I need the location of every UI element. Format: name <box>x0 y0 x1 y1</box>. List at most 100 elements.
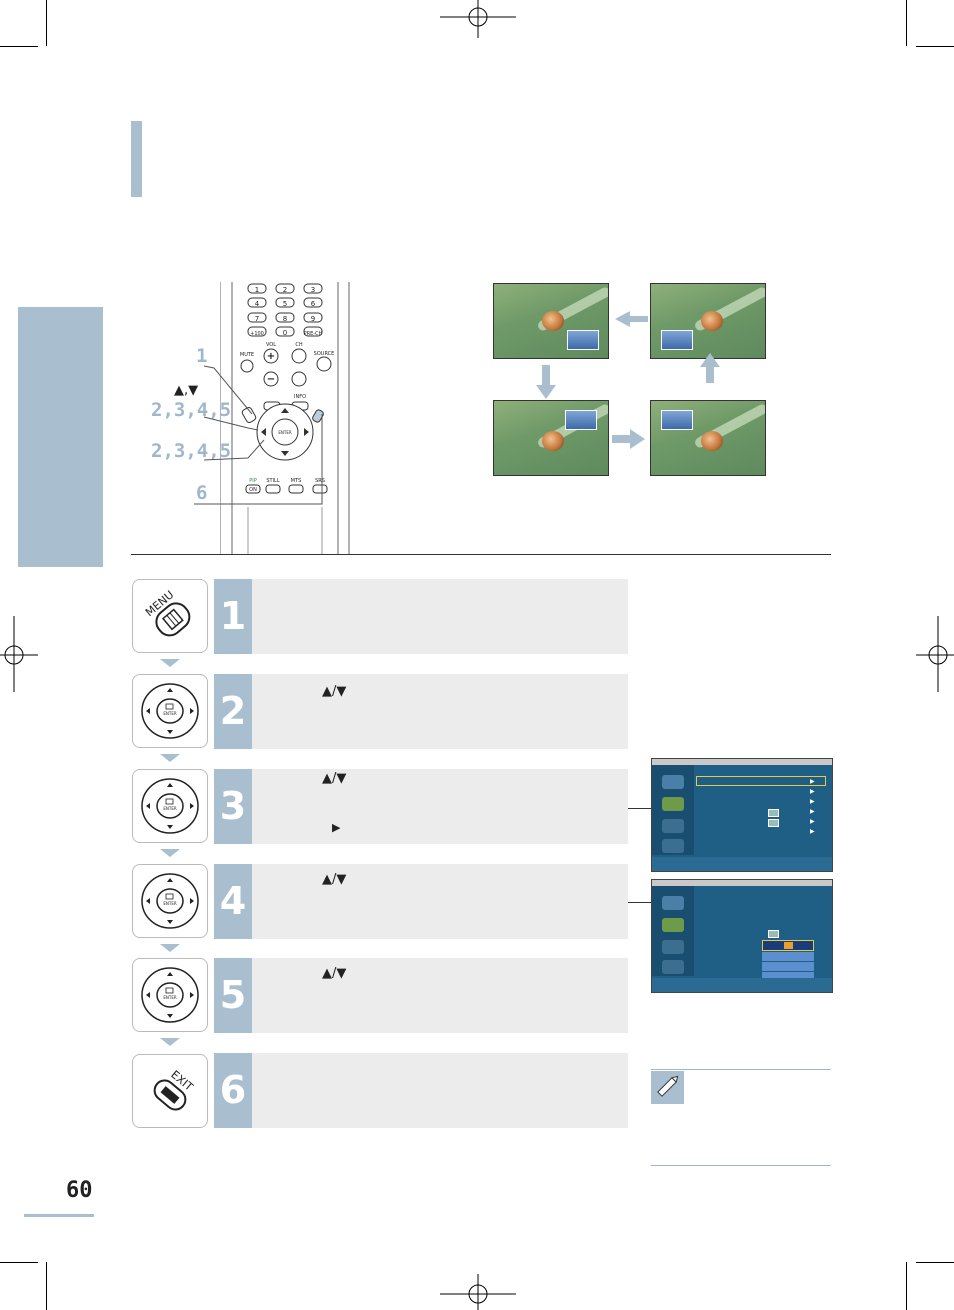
svg-text:4: 4 <box>255 300 260 308</box>
crop-mark <box>0 46 38 47</box>
note-bottom-rule <box>651 1165 831 1166</box>
registration-mark-right <box>916 616 954 692</box>
osd-pip-icon <box>768 819 779 827</box>
osd-menu-screen-1: ▶▶▶▶▶▶ <box>651 758 833 872</box>
step-6-number: 6 <box>214 1053 252 1128</box>
svg-text:+: + <box>267 351 275 362</box>
svg-text:VOL: VOL <box>266 342 276 348</box>
pip-screen-bottom-right <box>493 283 609 359</box>
step-4-body: ▲/▼ <box>252 864 628 939</box>
svg-text:INFO: INFO <box>294 394 306 400</box>
step-1-icon: MENU <box>132 579 208 653</box>
step-3-right-key: ▶ <box>332 821 341 834</box>
svg-text:5: 5 <box>283 300 287 308</box>
dpad-enter-icon: ENTER <box>141 967 199 1023</box>
registration-mark-bottom <box>440 1274 516 1310</box>
pip-screen-top-left <box>650 400 766 476</box>
step-2-number: 2 <box>214 674 252 749</box>
callout-steps-2345-b: 2,3,4,5 <box>151 440 232 462</box>
svg-text:PRE-CH: PRE-CH <box>304 331 323 337</box>
crop-mark <box>0 1262 38 1263</box>
step-5-body: ▲/▼ <box>252 958 628 1033</box>
crop-mark <box>46 0 47 46</box>
step-1-body <box>252 579 628 654</box>
dpad-enter-icon: ENTER <box>141 683 199 739</box>
crop-mark <box>916 1262 954 1263</box>
step-6-body <box>252 1053 628 1128</box>
step-connector-arrow <box>160 849 180 857</box>
svg-text:3: 3 <box>311 286 315 294</box>
svg-text:−: − <box>267 374 275 385</box>
callout-step-6: 6 <box>196 482 208 504</box>
svg-text:STILL: STILL <box>266 478 279 484</box>
osd-submenu-arrows: ▶▶▶▶▶▶ <box>810 778 815 835</box>
menu-button-icon: MENU <box>143 588 191 637</box>
callout-steps-2345-a: 2,3,4,5 <box>151 399 232 421</box>
svg-text:9: 9 <box>311 315 315 323</box>
step-4-number: 4 <box>214 864 252 939</box>
svg-text:7: 7 <box>255 315 259 323</box>
svg-text:ENTER: ENTER <box>163 901 176 906</box>
osd-highlight-row <box>696 776 826 786</box>
svg-text:SOURCE: SOURCE <box>314 351 335 357</box>
step-3-icon: ENTER <box>132 769 208 843</box>
svg-text:ENTER: ENTER <box>163 711 176 716</box>
step-5-arrow-keys: ▲/▼ <box>322 966 347 981</box>
note-top-rule <box>651 1069 831 1070</box>
step-3-body: ▲/▼ ▶ <box>252 769 628 844</box>
side-chapter-tab <box>18 307 103 567</box>
step-5-number: 5 <box>214 958 252 1033</box>
svg-text:MTS: MTS <box>291 478 302 484</box>
step-connector-arrow <box>160 1038 180 1046</box>
osd-pip-icon <box>768 809 779 817</box>
svg-text:2: 2 <box>283 286 287 294</box>
callout-leader-lines <box>194 365 323 505</box>
osd-position-list <box>762 940 814 981</box>
svg-text:CH: CH <box>295 342 302 348</box>
step-connector-arrow <box>160 754 180 762</box>
svg-text:MUTE: MUTE <box>240 352 254 358</box>
osd-leader-line-1 <box>628 808 652 809</box>
svg-text:8: 8 <box>283 315 287 323</box>
callout-arrows: ▲,▼ <box>174 383 199 398</box>
crop-mark <box>906 1262 907 1310</box>
registration-mark-left <box>0 616 38 692</box>
title-accent-bar <box>131 121 142 197</box>
crop-mark <box>46 1262 47 1310</box>
svg-text:+100: +100 <box>250 331 264 337</box>
note-icon <box>651 1071 684 1104</box>
step-3-arrow-keys: ▲/▼ <box>322 771 347 786</box>
exit-button-icon: EXIT <box>153 1068 196 1111</box>
dpad-enter-icon: ENTER <box>141 778 199 834</box>
page-number: 60 <box>66 1178 93 1203</box>
step-6-icon: EXIT <box>132 1054 208 1128</box>
crop-mark <box>906 0 907 46</box>
callout-step-1: 1 <box>196 345 208 367</box>
svg-text:ENTER: ENTER <box>163 806 176 811</box>
svg-text:ON: ON <box>249 487 257 493</box>
section-divider <box>131 554 831 555</box>
svg-text:SRS: SRS <box>315 478 325 484</box>
remote-control: 1 2 3 4 5 6 7 8 9 +100 0 PRE-CH VOL CH MUTE SOURCE… <box>220 282 350 554</box>
svg-text:6: 6 <box>311 300 316 308</box>
step-1-number: 1 <box>214 579 252 654</box>
step-4-arrow-keys: ▲/▼ <box>322 872 347 887</box>
osd-menu-screen-2 <box>651 879 833 993</box>
step-connector-arrow <box>160 944 180 952</box>
svg-text:0: 0 <box>283 329 287 337</box>
pip-screen-bottom-left <box>650 283 766 359</box>
svg-text:ENTER: ENTER <box>278 430 291 435</box>
dpad-enter-icon: ENTER <box>141 873 199 929</box>
osd-pip-icon <box>768 930 779 938</box>
svg-text:1: 1 <box>255 286 259 294</box>
pip-screen-top-right <box>493 400 609 476</box>
registration-mark-top <box>440 0 516 38</box>
svg-text:PIP: PIP <box>249 478 257 484</box>
step-connector-arrow <box>160 659 180 667</box>
step-2-body: ▲/▼ <box>252 674 628 749</box>
step-2-icon: ENTER <box>132 674 208 748</box>
step-5-icon: ENTER <box>132 958 208 1032</box>
crop-mark <box>916 46 954 47</box>
osd-leader-line-2 <box>628 902 652 903</box>
step-2-arrow-keys: ▲/▼ <box>322 684 347 699</box>
